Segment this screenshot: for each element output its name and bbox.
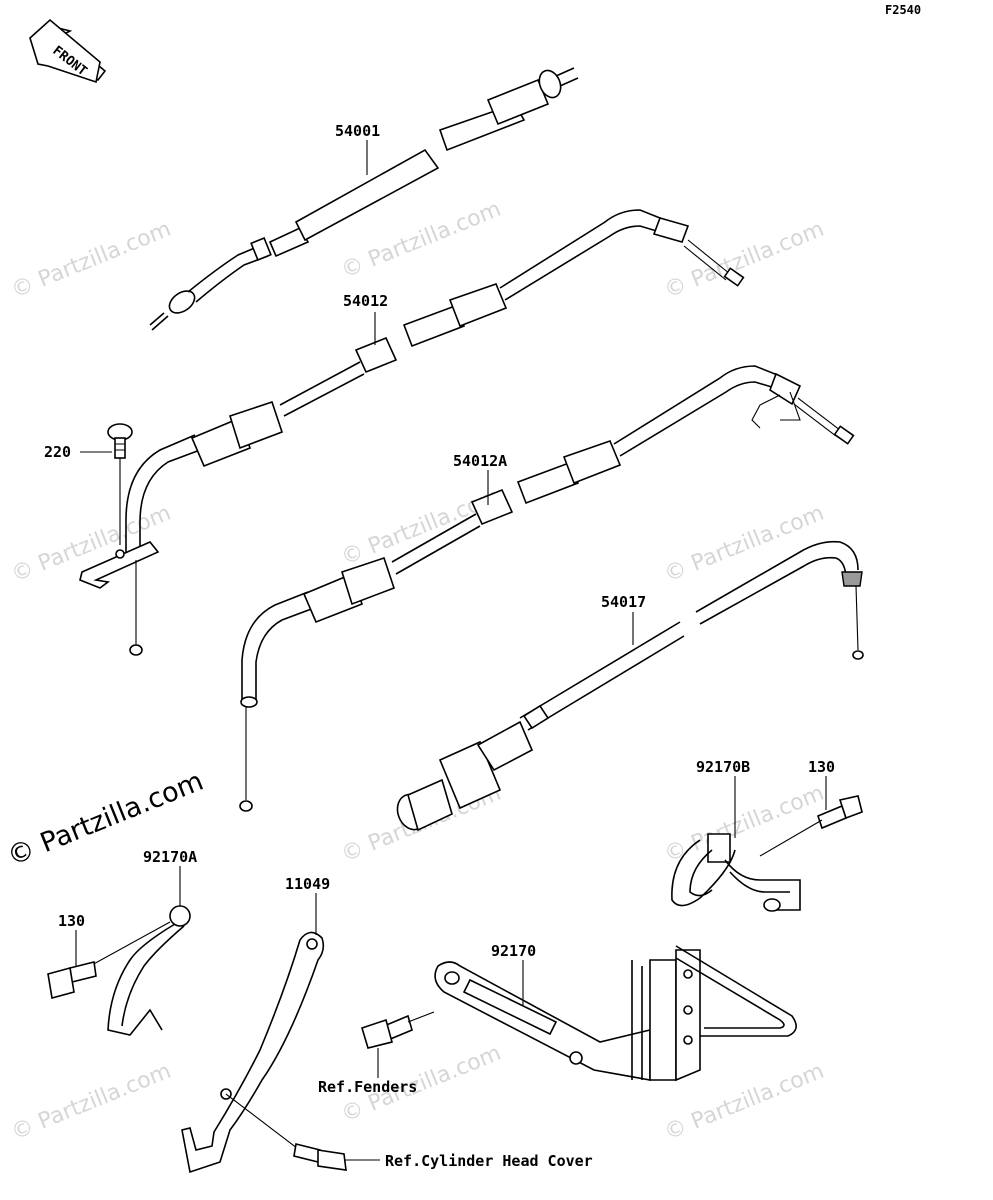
fender-bolt-icon [361,1011,435,1049]
part-54001-cable-icon [149,67,579,331]
part-92170-bracket-icon [434,945,797,1082]
part-220-label: 220 [44,443,71,461]
part-11049-label: 11049 [285,875,330,893]
watermark: © Partzilla.com [661,781,828,868]
part-92170a-clamp-icon [89,905,191,1036]
watermark: © Partzilla.com [338,197,505,284]
ref-fenders-label: Ref.Fenders [318,1078,417,1096]
watermark: © Partzilla.com [338,484,505,571]
ref-cylinder-head-cover-label: Ref.Cylinder Head Cover [385,1152,593,1170]
front-arrow-icon: FRONT [29,18,107,84]
cylinder-bolt-icon [293,1143,347,1171]
part-92170a-label: 92170A [143,848,197,866]
part-54012a-label: 54012A [453,452,507,470]
part-54012a-cable-icon [239,365,855,812]
watermark: © Partzilla.com [8,1059,175,1146]
part-54017-cable-icon [396,540,864,832]
part-130a-label: 130 [58,912,85,930]
part-54012-cable-icon [79,209,745,656]
part-130-bolt-icon [759,795,863,857]
watermark: © Partzilla.com [8,217,175,304]
part-130-bolt-icon [47,961,97,1000]
part-92170-label: 92170 [491,942,536,960]
part-54017-label: 54017 [601,593,646,611]
part-92170b-label: 92170B [696,758,750,776]
diagram-code: F2540 [885,3,921,17]
part-130b-label: 130 [808,758,835,776]
part-54012-label: 54012 [343,292,388,310]
watermark: © Partzilla.com [661,501,828,588]
part-220-screw-icon [107,423,133,545]
part-11049-bracket-icon [181,931,325,1174]
part-92170b-clamp-icon [671,833,801,912]
part-54001-label: 54001 [335,122,380,140]
